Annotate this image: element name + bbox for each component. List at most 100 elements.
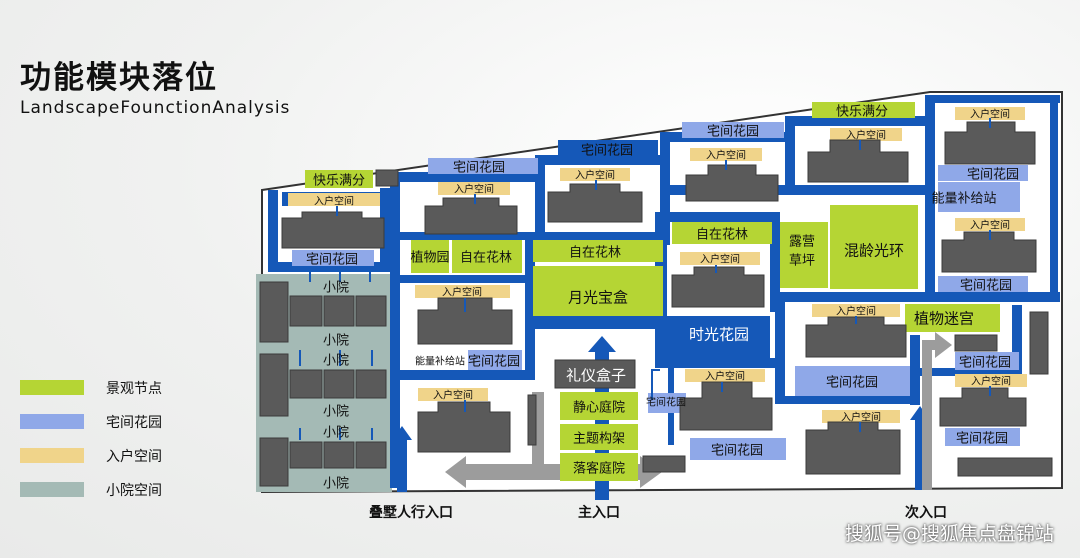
entry-space: [288, 193, 380, 206]
legend-label: 小院空间: [106, 483, 162, 499]
road-segment: [655, 358, 785, 368]
label-garden-far-1: 宅间花园: [966, 167, 1020, 183]
label-caoping: 草坪: [788, 253, 816, 269]
node-kuaile-left: [305, 170, 373, 188]
building: [527, 394, 537, 446]
label-entry-13: 入户空间: [841, 412, 881, 424]
legend-label: 景观节点: [106, 381, 162, 397]
node-yueguang: [533, 266, 663, 316]
label-entry-5: 入户空间: [846, 130, 886, 142]
label-entry-6: 入户空间: [970, 109, 1010, 121]
label-kuaile-left: 快乐满分: [312, 173, 366, 189]
label-yard-5: 小院: [322, 425, 350, 441]
buildings: [281, 121, 1053, 477]
building-liyi: [554, 359, 636, 389]
entry-space: [438, 182, 510, 195]
entry-space: [690, 148, 762, 161]
building: [941, 231, 1037, 273]
entrance-main-label: 主入口: [578, 505, 620, 521]
gray-path-arrow: [922, 332, 952, 490]
road-segment: [390, 172, 540, 182]
label-garden-top-center: 宅间花园: [580, 143, 634, 159]
villa: [259, 353, 289, 417]
garden-far-2: [938, 276, 1028, 292]
label-luoke: 落客庭院: [572, 461, 626, 477]
label-garden-left: 宅间花园: [305, 252, 359, 268]
building: [939, 387, 1027, 427]
villa: [355, 369, 387, 399]
garden-center: [468, 350, 522, 370]
legend-swatch: [20, 482, 84, 497]
legend-label: 宅间花园: [106, 415, 162, 431]
label-entry-3: 入户空间: [575, 170, 615, 182]
garden-far-3: [955, 352, 1019, 370]
label-entry-12: 入户空间: [705, 371, 745, 383]
label-zhiwu-migong: 植物迷宫: [913, 309, 975, 328]
road-segment: [268, 190, 278, 272]
garden-left: [292, 250, 374, 266]
road-segment: [785, 118, 795, 193]
label-garden-right-1: 宅间花园: [825, 375, 879, 391]
building: [375, 169, 399, 187]
label-zizai-left: 自在花林: [459, 250, 513, 266]
villa: [323, 369, 355, 399]
block-top-center: [558, 140, 658, 158]
building: [944, 121, 1036, 165]
road-segment: [380, 188, 390, 272]
building: [547, 183, 643, 223]
label-zizai-center: 自在花林: [568, 245, 622, 261]
building: [281, 211, 385, 249]
villa: [323, 441, 355, 469]
garden-far-1: [938, 165, 1028, 181]
page-subtitle: LandscapeFounctionAnalysis: [20, 98, 291, 118]
label-kuaile-top: 快乐满分: [835, 104, 889, 120]
label-yard-6: 小院: [322, 476, 350, 492]
villa: [323, 295, 355, 327]
label-energy-right: 能量补给站: [931, 191, 997, 207]
road-segment: [525, 232, 535, 377]
label-garden-right-2: 宅间花园: [710, 443, 764, 459]
label-yueguang: 月光宝盒: [567, 288, 629, 307]
building: [642, 455, 686, 473]
label-energy-left: 能量补给站: [415, 356, 465, 368]
label-zhiwuyuan: 植物园: [410, 250, 450, 266]
label-zhuti: 主题构架: [572, 431, 626, 447]
label-garden-top-2: 宅间花园: [706, 124, 760, 140]
building: [679, 381, 773, 431]
entry-space: [955, 218, 1025, 231]
label-entry-8: 入户空间: [442, 287, 482, 299]
garden-top-2: [682, 122, 784, 138]
node-zizai-center: [533, 240, 663, 262]
page-title: 功能模块落位: [20, 60, 218, 96]
flow-arrow: [651, 369, 660, 400]
building: [957, 457, 1053, 477]
label-entry-7: 入户空间: [970, 220, 1010, 232]
building: [685, 164, 779, 202]
label-yard-2: 小院: [322, 333, 350, 349]
node-luoke: [560, 453, 638, 481]
label-garden-far-3: 宅间花园: [958, 355, 1012, 371]
label-entry-11: 入户空间: [433, 390, 473, 402]
road-segment: [400, 275, 535, 283]
building: [417, 297, 513, 345]
label-entry-2: 入户空间: [454, 184, 494, 196]
house-gardens: [292, 122, 1028, 460]
label-garden-center: 宅间花园: [467, 354, 521, 370]
garden-left-small: [648, 393, 686, 413]
road-segment: [268, 262, 388, 272]
label-garden-far-4: 宅间花园: [955, 431, 1009, 447]
road-segment: [525, 315, 665, 329]
flow-arrows: [299, 118, 991, 440]
villa: [355, 295, 387, 327]
road-segment: [535, 155, 670, 165]
label-jingxin: 静心庭院: [572, 400, 626, 416]
legend-swatch: [20, 380, 84, 395]
label-yard-4: 小院: [322, 404, 350, 420]
building: [417, 401, 511, 453]
villa: [289, 295, 323, 327]
entry-spaces: [288, 107, 1027, 423]
road-segment: [925, 95, 1060, 103]
road-segment: [910, 368, 1020, 376]
entrance-villa-label: 叠墅人行入口: [369, 505, 453, 521]
road-segment: [1050, 95, 1058, 300]
